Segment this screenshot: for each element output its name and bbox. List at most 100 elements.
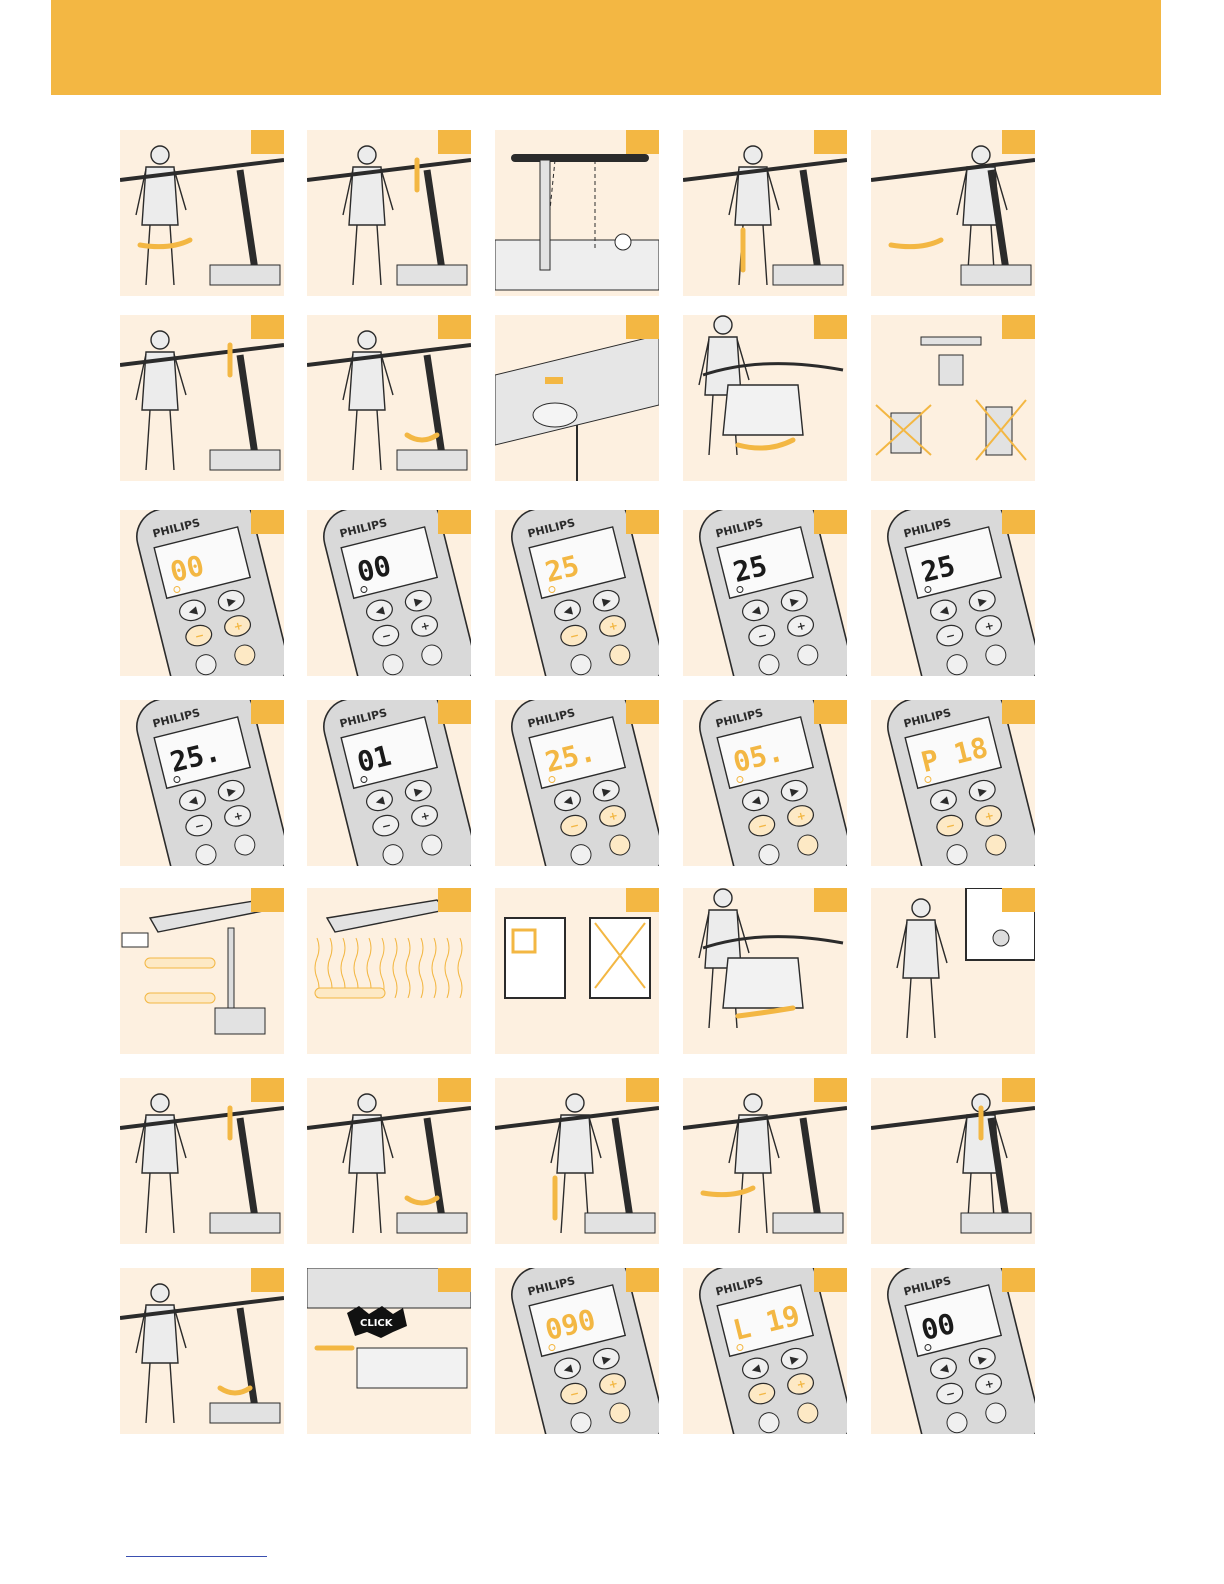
panel-illustration xyxy=(495,130,659,296)
step-badge xyxy=(1002,510,1035,534)
person-figure xyxy=(136,331,186,470)
panel-illustration xyxy=(871,1078,1035,1244)
panel-illustration xyxy=(307,1078,471,1244)
remote-panel: PHILIPS01◀▶−+ xyxy=(307,700,471,866)
panel-illustration: PHILIPS01◀▶−+ xyxy=(307,700,471,866)
panel-illustration: PHILIPS00◀▶−+ xyxy=(120,510,284,676)
panel-illustration: PHILIPSL 19◀▶−+ xyxy=(683,1268,847,1434)
remote-panel: PHILIPS00◀▶−+ xyxy=(120,510,284,676)
step-badge xyxy=(1002,888,1035,912)
illustration-panel xyxy=(120,888,284,1054)
panel-illustration xyxy=(307,130,471,296)
remote-panel: PHILIPS00◀▶−+ xyxy=(307,510,471,676)
step-badge xyxy=(438,888,471,912)
direction-arrow-icon xyxy=(738,440,793,448)
step-badge xyxy=(251,700,284,724)
step-badge xyxy=(626,700,659,724)
step-badge xyxy=(438,1268,471,1292)
step-badge xyxy=(1002,700,1035,724)
remote-panel: PHILIPSL 19◀▶−+ xyxy=(683,1268,847,1434)
illustration-panel xyxy=(120,1268,284,1434)
direction-arrow-icon xyxy=(220,1388,250,1393)
step-badge xyxy=(626,510,659,534)
direction-arrow-icon xyxy=(738,1008,793,1016)
illustration-panel xyxy=(683,315,847,481)
step-badge xyxy=(814,510,847,534)
illustration-panel xyxy=(683,130,847,296)
illustration-panel xyxy=(495,315,659,481)
illustration-panel xyxy=(495,888,659,1054)
person-figure xyxy=(897,899,947,1038)
step-badge xyxy=(1002,1078,1035,1102)
step-badge xyxy=(251,130,284,154)
panel-illustration: CLICK xyxy=(307,1268,471,1434)
remote-panel: PHILIPS25◀▶−+ xyxy=(683,510,847,676)
panel-illustration xyxy=(120,1268,284,1434)
direction-arrow-icon xyxy=(140,240,190,247)
panel-illustration xyxy=(495,315,659,481)
step-badge xyxy=(438,130,471,154)
panel-illustration xyxy=(495,1078,659,1244)
step-badge xyxy=(814,1268,847,1292)
footer-rule xyxy=(126,1556,267,1557)
header-band xyxy=(51,0,1161,95)
panel-illustration xyxy=(495,888,659,1054)
step-badge xyxy=(438,700,471,724)
click-label: CLICK xyxy=(360,1318,394,1329)
panel-illustration: PHILIPS05.◀▶−+ xyxy=(683,700,847,866)
person-figure xyxy=(136,1284,186,1423)
step-badge xyxy=(1002,130,1035,154)
panel-illustration xyxy=(683,315,847,481)
panel-illustration xyxy=(871,888,1035,1054)
panel-illustration xyxy=(307,315,471,481)
step-badge xyxy=(251,315,284,339)
panel-illustration xyxy=(120,130,284,296)
illustration-panel: CLICK xyxy=(307,1268,471,1434)
illustration-panel xyxy=(495,130,659,296)
panel-illustration xyxy=(120,1078,284,1244)
illustration-panel xyxy=(120,1078,284,1244)
person-figure xyxy=(136,1094,186,1233)
step-badge xyxy=(1002,315,1035,339)
remote-panel: PHILIPS25◀▶−+ xyxy=(495,510,659,676)
panel-illustration: PHILIPS25◀▶−+ xyxy=(871,510,1035,676)
person-figure xyxy=(729,146,779,285)
direction-arrow-icon xyxy=(407,1198,437,1203)
step-badge xyxy=(1002,1268,1035,1292)
person-figure xyxy=(136,146,186,285)
step-badge xyxy=(626,1078,659,1102)
panel-illustration xyxy=(683,130,847,296)
panel-illustration xyxy=(120,315,284,481)
panel-illustration: PHILIPS25.◀▶−+ xyxy=(495,700,659,866)
step-badge xyxy=(251,1078,284,1102)
step-badge xyxy=(626,1268,659,1292)
step-badge xyxy=(814,130,847,154)
remote-panel: PHILIPS25.◀▶−+ xyxy=(120,700,284,866)
direction-arrow-icon xyxy=(407,435,437,440)
panel-illustration: PHILIPS00◀▶−+ xyxy=(871,1268,1035,1434)
person-figure xyxy=(729,1094,779,1233)
panel-illustration: PHILIPS090◀▶−+ xyxy=(495,1268,659,1434)
remote-panel: PHILIPS00◀▶−+ xyxy=(871,1268,1035,1434)
illustration-panel xyxy=(683,888,847,1054)
panel-illustration xyxy=(307,888,471,1054)
step-badge xyxy=(814,700,847,724)
panel-illustration xyxy=(120,888,284,1054)
panel-illustration xyxy=(683,1078,847,1244)
illustration-panel xyxy=(495,1078,659,1244)
illustration-panel xyxy=(307,315,471,481)
panel-illustration: PHILIPS25.◀▶−+ xyxy=(120,700,284,866)
person-figure xyxy=(343,146,393,285)
remote-panel: PHILIPS25.◀▶−+ xyxy=(495,700,659,866)
person-figure xyxy=(343,1094,393,1233)
illustration-panel xyxy=(871,1078,1035,1244)
step-badge xyxy=(626,130,659,154)
panel-illustration: PHILIPSP 18◀▶−+ xyxy=(871,700,1035,866)
step-badge xyxy=(251,510,284,534)
step-badge xyxy=(251,1268,284,1292)
illustration-panel xyxy=(871,888,1035,1054)
panel-illustration xyxy=(683,888,847,1054)
step-badge xyxy=(626,315,659,339)
